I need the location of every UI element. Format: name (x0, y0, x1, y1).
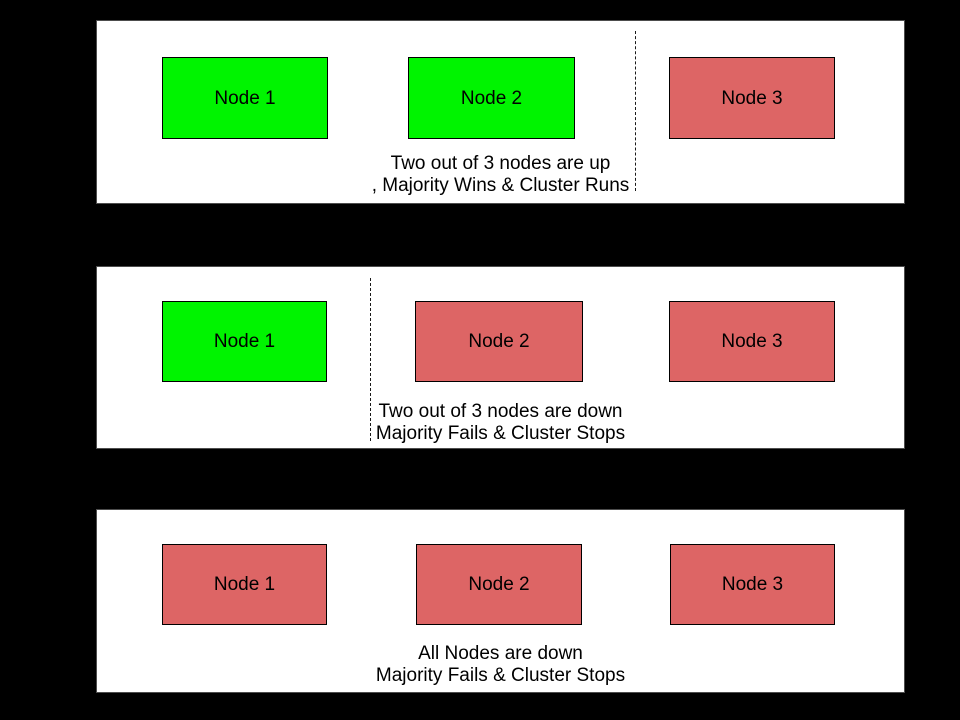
node-label: Node 2 (468, 331, 530, 352)
node-label: Node 3 (721, 331, 783, 352)
node-box: Node 3 (670, 544, 835, 625)
caption-line-2: Majority Fails & Cluster Stops (375, 665, 626, 686)
caption-line-1: Two out of 3 nodes are up (390, 153, 611, 174)
quorum-divider-line (635, 31, 636, 191)
caption-line-1: Two out of 3 nodes are down (378, 401, 623, 422)
node-label: Node 3 (721, 574, 784, 595)
panel-two-nodes-up: Node 1 Node 2 Node 3 Two out of 3 nodes … (96, 20, 905, 204)
caption-line-1: All Nodes are down (418, 643, 583, 664)
node-box: Node 1 (162, 544, 327, 625)
node-label: Node 1 (213, 331, 276, 352)
node-box: Node 3 (669, 57, 835, 139)
node-label: Node 3 (721, 87, 783, 109)
caption-line-2: , Majority Wins & Cluster Runs (371, 175, 630, 196)
quorum-divider-line (370, 278, 371, 441)
node-box: Node 2 (415, 301, 583, 382)
caption-line-2: Majority Fails & Cluster Stops (375, 423, 626, 444)
node-box: Node 1 (162, 301, 327, 382)
panel-caption: Two out of 3 nodes are up, Majority Wins… (97, 153, 904, 197)
node-label: Node 1 (213, 574, 276, 595)
node-box: Node 1 (162, 57, 328, 139)
panel-one-node-up: Node 1 Node 2 Node 3 Two out of 3 nodes … (96, 266, 905, 449)
node-box: Node 2 (408, 57, 575, 139)
node-box: Node 2 (416, 544, 582, 625)
node-box: Node 3 (669, 301, 835, 382)
node-label: Node 2 (468, 574, 530, 595)
node-label: Node 1 (214, 87, 276, 109)
node-label: Node 2 (460, 87, 523, 109)
